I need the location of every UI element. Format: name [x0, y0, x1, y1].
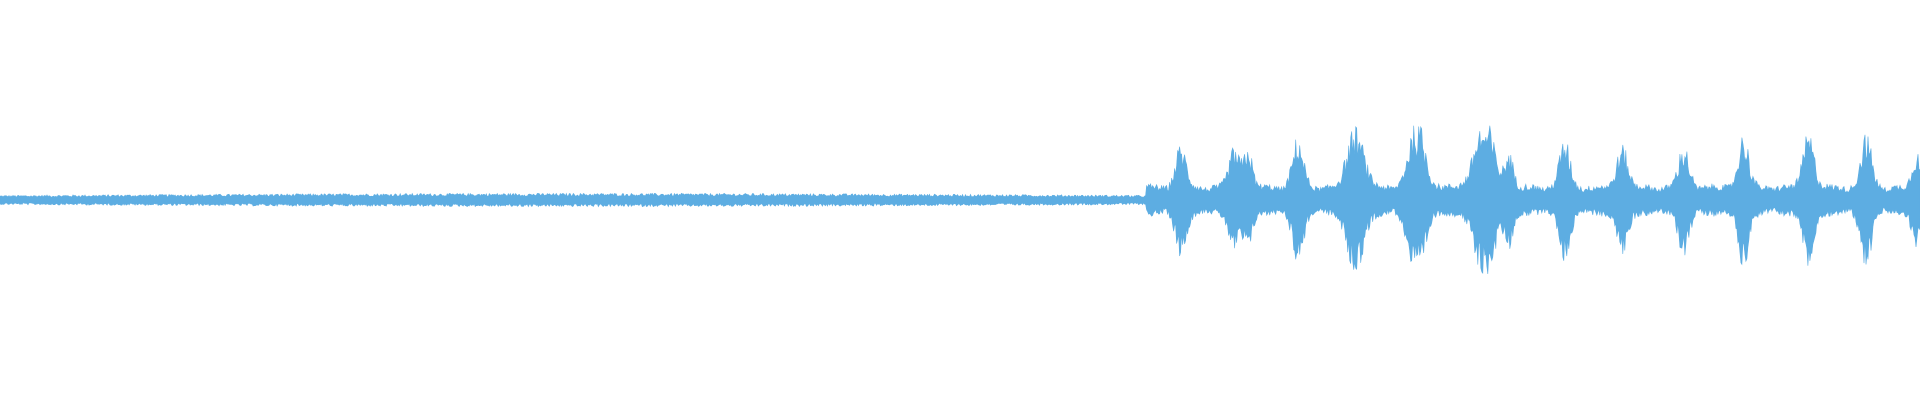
waveform-trace	[0, 125, 1920, 275]
